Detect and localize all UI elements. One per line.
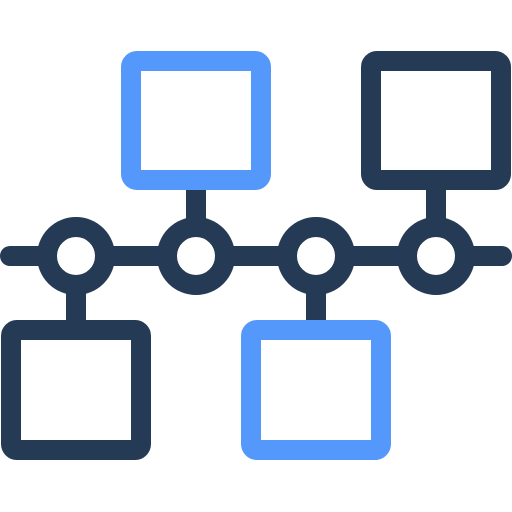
- event-box-bottom-accent: [241, 320, 391, 460]
- timeline-node-3: [277, 217, 355, 295]
- timeline-node-1: [37, 217, 115, 295]
- event-box-top-accent: [121, 51, 271, 190]
- event-box-bottom-dark: [1, 320, 151, 460]
- timeline-node-2: [157, 217, 235, 295]
- event-box-top-dark: [361, 51, 511, 190]
- timeline-node-4: [397, 217, 475, 295]
